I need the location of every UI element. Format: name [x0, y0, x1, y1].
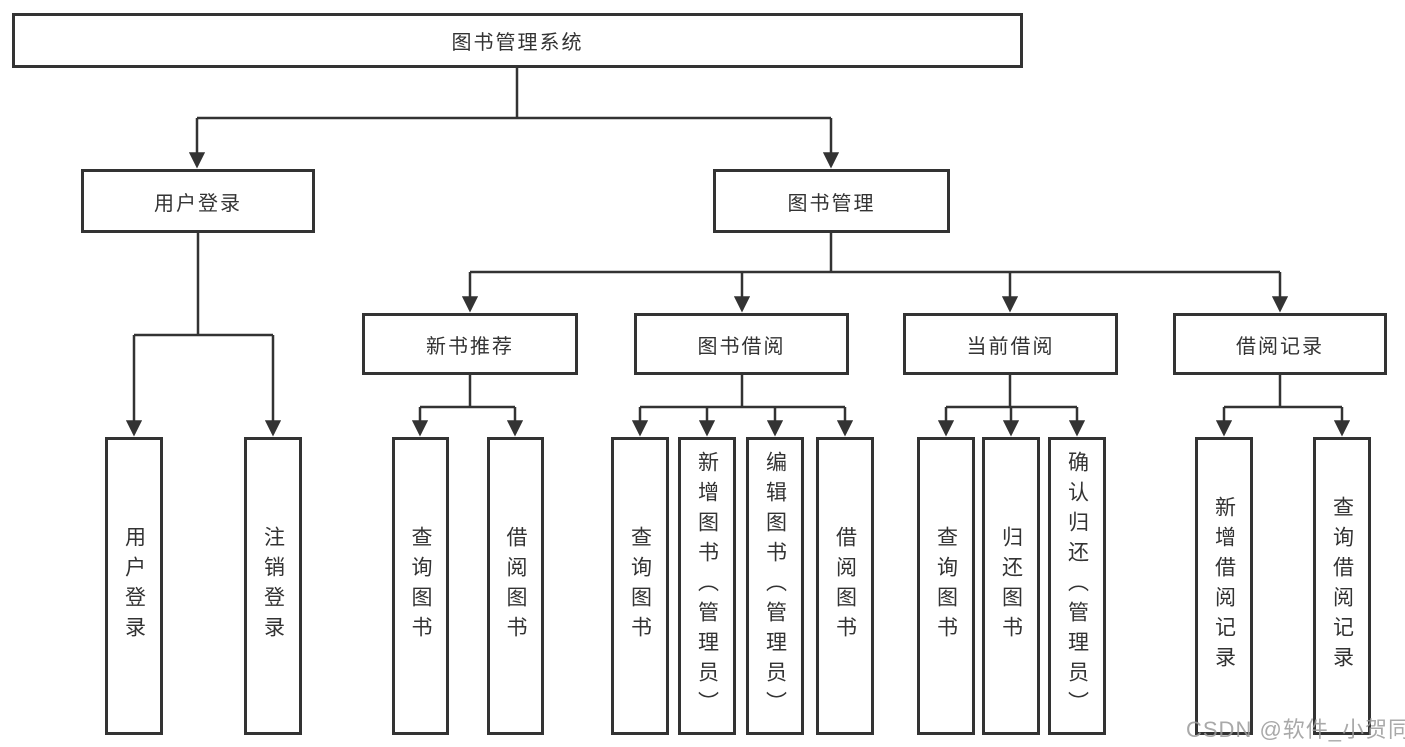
- node-label: 查询图书: [628, 526, 652, 646]
- node-book-management: 图书管理: [713, 169, 950, 233]
- node-label: 查询图书: [934, 526, 958, 646]
- node-label: 图书管理: [787, 192, 876, 215]
- node-label: 查询图书: [409, 526, 432, 646]
- node-label: 确认归还（管理员）: [1065, 451, 1089, 721]
- node-label: 用户登录: [154, 192, 242, 215]
- node-label: 归还图书: [999, 526, 1023, 646]
- node-label: 借阅记录: [1236, 335, 1324, 358]
- node-library-system: 图书管理系统: [12, 13, 1023, 68]
- node-borrowing-records: 借阅记录: [1173, 313, 1387, 375]
- node-login-logout: 注销登录: [244, 437, 302, 735]
- node-current-borrowing: 当前借阅: [903, 313, 1118, 375]
- node-book-borrowing: 图书借阅: [634, 313, 849, 375]
- node-rec-borrow-books: 借阅图书: [487, 437, 544, 735]
- node-borrow-add-books-admin: 新增图书（管理员）: [678, 437, 736, 735]
- node-label: 新增图书（管理员）: [695, 451, 719, 721]
- node-borrow-borrow-books: 借阅图书: [816, 437, 874, 735]
- node-new-book-recommendation: 新书推荐: [362, 313, 578, 375]
- node-label: 新书推荐: [426, 335, 514, 358]
- node-label: 查询借阅记录: [1330, 496, 1354, 676]
- node-current-confirm-return-admin: 确认归还（管理员）: [1048, 437, 1106, 735]
- node-label: 新增借阅记录: [1212, 496, 1236, 676]
- node-label: 图书管理系统: [451, 32, 584, 54]
- node-label: 当前借阅: [966, 335, 1055, 358]
- node-label: 图书借阅: [697, 335, 786, 358]
- node-label: 用户登录: [122, 526, 146, 646]
- node-current-query-books: 查询图书: [917, 437, 975, 735]
- node-borrow-query-books: 查询图书: [611, 437, 669, 735]
- node-label: 借阅图书: [833, 526, 857, 646]
- node-user-login: 用户登录: [81, 169, 315, 233]
- node-label: 编辑图书（管理员）: [763, 451, 787, 721]
- node-current-return-books: 归还图书: [982, 437, 1040, 735]
- watermark-text: CSDN @软件_小贺同学: [1186, 717, 1405, 742]
- node-label: 借阅图书: [504, 526, 527, 646]
- node-rec-query-books: 查询图书: [392, 437, 449, 735]
- node-borrow-edit-books-admin: 编辑图书（管理员）: [746, 437, 804, 735]
- node-login-user-login: 用户登录: [105, 437, 163, 735]
- node-records-add-record: 新增借阅记录: [1195, 437, 1253, 735]
- node-label: 注销登录: [261, 526, 285, 646]
- node-records-query-record: 查询借阅记录: [1313, 437, 1371, 735]
